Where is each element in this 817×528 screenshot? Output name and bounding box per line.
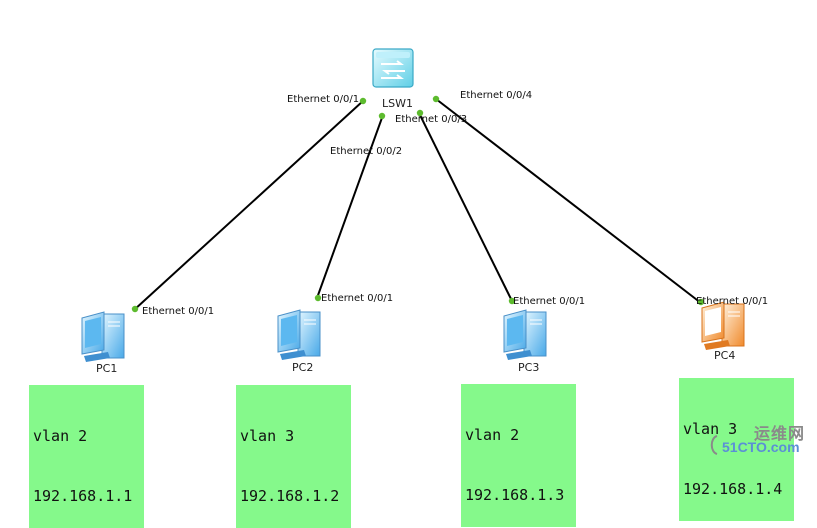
vlan-note: vlan 3 192.168.1.2 xyxy=(236,385,351,528)
vlan-note: vlan 2 192.168.1.3 xyxy=(461,384,576,527)
pc-port-label: Ethernet 0/0/1 xyxy=(696,296,769,307)
topology-canvas xyxy=(81,48,745,362)
vlan-label: vlan 2 xyxy=(33,427,88,445)
port-dot xyxy=(131,305,139,313)
port-dot xyxy=(697,298,705,306)
watermark-cn: 运维网 xyxy=(754,426,806,443)
pc-label: PC2 xyxy=(292,361,314,374)
link-lsw1-pc1 xyxy=(133,100,364,311)
switch-icon[interactable] xyxy=(372,48,414,88)
switch-label: LSW1 xyxy=(382,97,413,110)
switch-port-label: Ethernet 0/0/4 xyxy=(460,90,533,101)
ip-label: 192.168.1.2 xyxy=(240,487,340,505)
port-dot xyxy=(508,297,516,305)
ip-label: 192.168.1.1 xyxy=(33,487,133,505)
watermark-en: 51CTO.com xyxy=(722,439,800,455)
port-dot xyxy=(314,294,322,302)
link-lsw1-pc3 xyxy=(418,112,513,302)
vlan-label: vlan 3 xyxy=(240,427,295,445)
pc-label: PC3 xyxy=(518,361,540,374)
switch-port-label: Ethernet 0/0/3 xyxy=(395,114,468,125)
pc-port-label: Ethernet 0/0/1 xyxy=(321,293,394,304)
link-lsw1-pc2 xyxy=(316,114,384,299)
port-dot xyxy=(416,109,424,117)
switch-port-label: Ethernet 0/0/2 xyxy=(330,146,403,157)
vlan-label: vlan 3 xyxy=(683,420,738,438)
pc-icon[interactable] xyxy=(503,309,547,360)
pc-port-label: Ethernet 0/0/1 xyxy=(513,296,586,307)
vlan-label: vlan 2 xyxy=(465,426,520,444)
ip-label: 192.168.1.4 xyxy=(683,480,783,498)
port-dot xyxy=(432,95,440,103)
switch-port-label: Ethernet 0/0/1 xyxy=(287,94,360,105)
port-dot xyxy=(359,97,367,105)
pc-label: PC1 xyxy=(96,362,118,375)
vlan-note: vlan 2 192.168.1.1 xyxy=(29,385,144,528)
pc-icon[interactable] xyxy=(277,309,321,360)
pc-label: PC4 xyxy=(714,349,736,362)
watermark-logo-icon xyxy=(710,435,718,455)
watermark: 运维网 51CTO.com xyxy=(706,420,814,460)
port-dot xyxy=(378,112,386,120)
pc-icon[interactable] xyxy=(701,301,745,350)
ip-label: 192.168.1.3 xyxy=(465,486,565,504)
pc-port-label: Ethernet 0/0/1 xyxy=(142,306,215,317)
pc-icon[interactable] xyxy=(81,311,125,362)
link-lsw1-pc4 xyxy=(435,98,702,304)
